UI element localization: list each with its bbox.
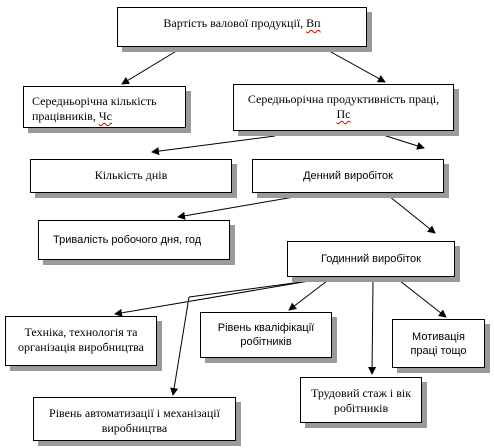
experience-label-line2: робітників [333, 401, 389, 415]
avg-productivity-box: Середньорічна продуктивність праці, Пс [233, 84, 454, 131]
qualification-label-line2: робітників [240, 336, 292, 348]
hourly-output-label: Годинний виробіток [321, 253, 421, 265]
arrow-to-qualification [288, 280, 328, 311]
days-count-label: Кількість днів [94, 168, 168, 182]
technique-box: Техніка, технологія та організація вироб… [5, 316, 157, 366]
branch-line-automation [188, 280, 310, 298]
gross-output-symbol: Вп [306, 16, 321, 30]
experience-box: Трудовий стаж і вік робітників [300, 377, 422, 423]
qualification-label-line1: Рівень кваліфікації [217, 322, 315, 334]
automation-label-line1: Рівень автоматизації і механізації [49, 406, 220, 420]
workday-length-label: Тривалість робочого дня, год [53, 234, 202, 246]
avg-workers-box: Середньорічна кількість працівників, Чс [23, 86, 186, 128]
motivation-label-line1: Мотивація [412, 331, 465, 343]
arrow-to-avg-workers [121, 46, 184, 85]
workday-length-box: Тривалість робочого дня, год [38, 220, 230, 260]
motivation-box: Мотивація праці тощо [392, 319, 485, 368]
technique-label-line1: Техніка, технологія та [24, 325, 138, 339]
arrow-to-daily-output [379, 133, 425, 150]
avg-productivity-label: Середньорічна продуктивність праці, [247, 92, 440, 106]
experience-label-line1: Трудовий стаж і вік [310, 386, 412, 400]
avg-workers-symbol: Чс [98, 109, 112, 123]
avg-workers-label: Середньорічна кількість працівників, [32, 94, 157, 123]
arrow-to-automation [170, 296, 190, 396]
arrow-to-experience [368, 280, 377, 375]
daily-output-box: Денний виробіток [252, 159, 444, 193]
automation-label-line2: виробництва [101, 421, 168, 435]
motivation-label-line2: праці тощо [410, 345, 467, 357]
arrow-to-avg-productivity [321, 46, 386, 83]
arrow-to-workday-length [177, 195, 301, 220]
daily-output-label: Денний виробіток [303, 170, 393, 182]
arrow-to-motivation [399, 280, 447, 318]
arrow-to-days-count [151, 135, 276, 156]
gross-output-label: Вартість валової продукції, [163, 16, 307, 30]
qualification-box: Рівень кваліфікації робітників [200, 312, 332, 358]
arrow-to-technique [114, 280, 310, 317]
avg-productivity-symbol: Пс [336, 107, 351, 121]
technique-label-line2: організація виробництва [18, 340, 144, 354]
gross-output-box: Вартість валової продукції, Вп [117, 7, 367, 47]
hourly-output-box: Годинний виробіток [287, 241, 455, 277]
days-count-box: Кількість днів [30, 159, 232, 193]
automation-box: Рівень автоматизації і механізації вироб… [33, 397, 236, 441]
arrow-to-hourly-output [383, 191, 436, 234]
